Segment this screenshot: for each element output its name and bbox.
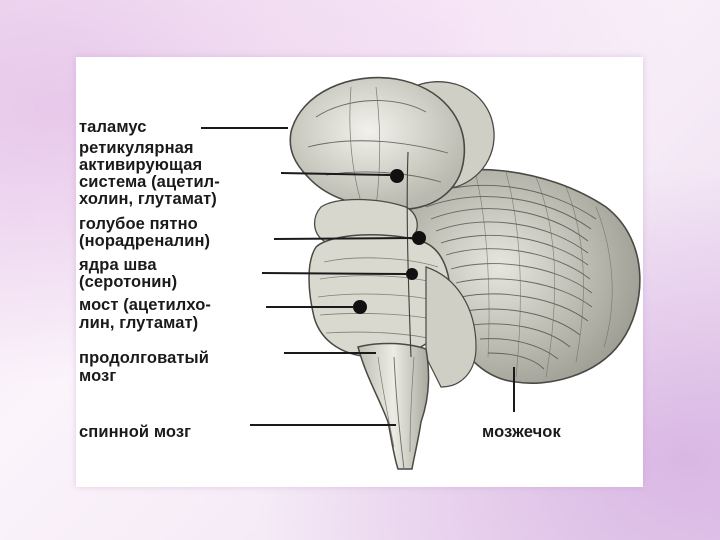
label-reticular-line-4: холин, глутамат) — [79, 190, 217, 208]
label-medulla-line-1: продолговатый — [79, 349, 209, 367]
locus-coeruleus-marker — [412, 231, 426, 245]
label-medulla-line-2: мозг — [79, 367, 117, 385]
label-cerebellum: мозжечок — [482, 423, 561, 441]
reticular-system-marker — [390, 169, 404, 183]
raphe-nuclei-marker — [406, 268, 418, 280]
label-reticular-line-2: активирующая — [79, 156, 203, 174]
label-pons-line-1: мост (ацетилхо- — [79, 296, 212, 314]
brainstem-illustration — [201, 76, 641, 470]
peduncle-shape — [425, 266, 477, 388]
label-reticular-line-1: ретикулярная — [79, 139, 194, 157]
raphe-leader-line — [261, 272, 407, 275]
label-raphe-line-1: ядра шва — [79, 256, 157, 274]
medulla-spinal-shape — [357, 342, 430, 470]
thalamus-shape — [289, 76, 466, 211]
label-locus-line-1: голубое пятно — [79, 215, 198, 233]
label-spinal-cord: спинной мозг — [79, 423, 192, 441]
diagram-panel: таламус ретикулярная активирующая систем… — [76, 57, 643, 487]
label-reticular-line-3: система (ацетил- — [79, 173, 220, 191]
label-thalamus: таламус — [79, 118, 147, 136]
reticular-column-line — [406, 151, 412, 358]
label-locus-line-2: (норадреналин) — [79, 232, 211, 250]
label-raphe-line-2: (серотонин) — [79, 273, 178, 291]
locus-leader-line — [273, 237, 413, 240]
pons-marker — [353, 300, 367, 314]
label-pons-line-2: лин, глутамат) — [79, 314, 199, 332]
reticular-leader-line — [280, 172, 391, 176]
